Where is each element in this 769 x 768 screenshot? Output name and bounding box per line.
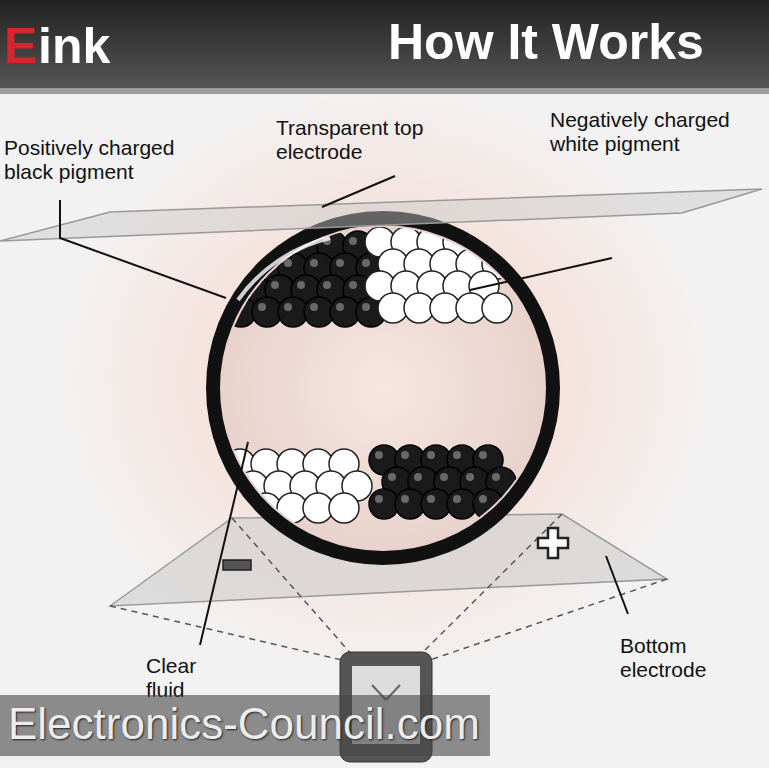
pigment-label: Negatively charged white pigment bbox=[550, 108, 762, 156]
pigment-highlight bbox=[245, 237, 253, 245]
pigment-highlight bbox=[349, 281, 357, 289]
pigment-highlight bbox=[427, 495, 435, 503]
pigment-highlight bbox=[219, 237, 227, 245]
leader-line bbox=[470, 258, 612, 290]
pigment-highlight bbox=[479, 495, 487, 503]
capsule-gloss bbox=[238, 238, 330, 300]
pigment-highlight bbox=[232, 259, 240, 267]
pigment-highlight bbox=[375, 451, 383, 459]
pigment-highlight bbox=[336, 259, 344, 267]
pigment-highlight bbox=[401, 451, 409, 459]
white-pigment bbox=[482, 293, 512, 323]
pigment-highlight bbox=[362, 259, 370, 267]
top-electrode bbox=[0, 189, 762, 241]
leader-line bbox=[60, 200, 226, 298]
leader-line bbox=[606, 556, 628, 614]
pigment-highlight bbox=[492, 473, 500, 481]
logo-word: ink bbox=[38, 18, 110, 76]
projection-line bbox=[110, 606, 342, 660]
pigment-highlight bbox=[453, 495, 461, 503]
pigment-highlight bbox=[414, 473, 422, 481]
leader-line bbox=[322, 176, 395, 207]
pigment-highlight bbox=[271, 281, 279, 289]
pigment-highlight bbox=[297, 281, 305, 289]
leader-line bbox=[200, 442, 248, 645]
pigment-highlight bbox=[310, 259, 318, 267]
header-strip bbox=[0, 88, 769, 94]
watermark: Electronics-Council.com bbox=[0, 695, 490, 756]
pigment-highlight bbox=[401, 495, 409, 503]
pigment-highlight bbox=[453, 451, 461, 459]
pigment-highlight bbox=[388, 473, 396, 481]
pigment-highlight bbox=[336, 303, 344, 311]
pigment-highlight bbox=[284, 303, 292, 311]
black-pigment bbox=[239, 231, 269, 261]
electrode-label: Bottom electrode bbox=[620, 634, 735, 682]
pigment-highlight bbox=[310, 303, 318, 311]
background-glow bbox=[55, 80, 715, 680]
capsule-wall bbox=[213, 218, 553, 558]
pigment-highlight bbox=[375, 495, 383, 503]
pigment-highlight bbox=[349, 237, 357, 245]
minus-sign bbox=[223, 560, 251, 570]
pigment-label: Positively charged black pigment bbox=[4, 136, 204, 184]
plus-sign bbox=[538, 528, 568, 558]
pigment-highlight bbox=[258, 303, 266, 311]
pigment-highlight bbox=[271, 237, 279, 245]
capsule-interior bbox=[220, 225, 546, 551]
black-pigment bbox=[213, 231, 243, 261]
pigment-highlight bbox=[427, 451, 435, 459]
pigment-highlight bbox=[479, 451, 487, 459]
pigment-highlight bbox=[323, 281, 331, 289]
white-pigment bbox=[329, 493, 359, 523]
pigment-highlight bbox=[219, 281, 227, 289]
pigment-highlight bbox=[466, 473, 474, 481]
electrode-label: Transparent top electrode bbox=[276, 116, 451, 164]
title: How It Works bbox=[388, 14, 704, 72]
pigment-highlight bbox=[362, 303, 370, 311]
pigment-highlight bbox=[440, 473, 448, 481]
header-bar bbox=[0, 0, 769, 88]
logo-letter: E bbox=[4, 18, 37, 76]
pigment-highlight bbox=[284, 259, 292, 267]
